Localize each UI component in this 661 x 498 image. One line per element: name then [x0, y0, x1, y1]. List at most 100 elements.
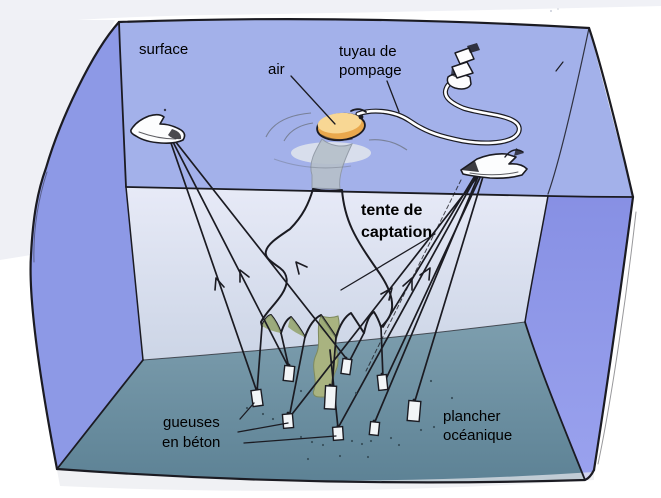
anchor-cable — [413, 169, 486, 405]
paper-speck — [550, 10, 552, 12]
tank-outline — [29, 17, 637, 484]
tank-right-face — [525, 196, 633, 480]
weights-pointer-line — [239, 402, 255, 420]
concrete-weight — [406, 399, 422, 423]
tent-anchor-line — [347, 332, 365, 365]
weight-shackle — [287, 363, 291, 367]
label-tent-line2: captation — [361, 224, 432, 241]
tank-left-inner-edge — [118, 21, 127, 188]
label-tent-line1: tente de — [361, 202, 422, 219]
floor-left-edge — [56, 359, 144, 470]
surface-ripples — [265, 112, 408, 169]
tank-right-edge — [592, 195, 635, 472]
weight-shackle — [328, 383, 332, 387]
tent-anchor-line — [256, 325, 263, 393]
tank-left-outer-edge — [29, 20, 121, 471]
hose-fitting — [358, 114, 364, 120]
anchor-cable — [174, 140, 350, 363]
float-shade-line — [320, 134, 353, 141]
tension-arrow — [419, 267, 431, 281]
paper-speck — [557, 8, 559, 10]
floor-right-edge — [524, 321, 586, 481]
weight-shackle — [336, 424, 340, 428]
tank-right-edge-sketch — [597, 211, 637, 465]
tension-arrow — [402, 277, 413, 291]
air-float — [316, 112, 366, 142]
label-floor-line2: océanique — [443, 427, 512, 444]
concrete-weight — [250, 388, 264, 408]
ship-stern-shade — [168, 129, 182, 140]
seafloor-sediment-dots — [245, 379, 454, 461]
support-ship-right-icon — [460, 148, 528, 179]
sketch-tick — [555, 61, 564, 72]
water-surface-face — [119, 19, 633, 198]
cable-arrowheads — [214, 261, 431, 301]
concrete-weights — [250, 357, 422, 442]
weights-pointer-line — [237, 422, 289, 433]
float-fitting-line — [350, 108, 367, 113]
weights-pointer-line — [243, 435, 337, 444]
weight-shackles — [255, 356, 416, 428]
anchor-cable — [384, 170, 484, 382]
tanker-topblock — [454, 47, 475, 65]
label-weights-line2: en béton — [162, 434, 220, 451]
weight-shackle — [255, 387, 259, 391]
weight-shackle — [372, 419, 376, 423]
tanker-cap — [467, 43, 480, 53]
float-dome — [317, 112, 362, 134]
air-pointer-line — [290, 75, 336, 125]
tension-arrow — [239, 269, 250, 283]
ship-deck-line — [469, 171, 519, 176]
tank-left-edge-sketch — [33, 171, 48, 263]
ship-deck-line — [138, 131, 177, 140]
interior-right-edge — [524, 195, 549, 323]
pipe-pointer-line — [386, 80, 400, 113]
ocean-floor-face — [57, 322, 585, 483]
ship-bow-shade — [461, 161, 479, 172]
tent-anchor-line — [288, 336, 306, 419]
oil-plume-above-surface — [310, 138, 353, 190]
concrete-weight — [281, 412, 295, 430]
tank-bottom-edge — [55, 467, 596, 484]
anchor-cable — [170, 142, 258, 393]
mooring-cables — [170, 140, 486, 429]
tent-anchor-line — [380, 326, 384, 379]
label-floor-line1: plancher — [443, 408, 501, 425]
tent-anchor-line — [280, 332, 290, 369]
interior-left-edge — [125, 186, 144, 361]
ripple-arc — [273, 158, 352, 169]
label-pipe-line1: tuyau de — [339, 43, 397, 60]
label-weights-line1: gueuses — [163, 414, 220, 431]
concrete-weight — [331, 425, 345, 442]
capture-tent — [260, 188, 394, 338]
waterline-front-edge — [125, 186, 634, 198]
support-ship-left-icon — [130, 108, 186, 144]
ship-pennant — [514, 148, 524, 156]
ship-mast-dot — [163, 108, 167, 112]
tension-arrow — [295, 261, 308, 275]
concrete-weight — [340, 357, 353, 376]
tank-top-right-edge — [587, 26, 635, 199]
tension-arrow — [214, 277, 225, 291]
ship-pennant-line — [504, 149, 524, 158]
concrete-weight — [368, 420, 381, 437]
tanker-shade — [451, 67, 457, 78]
hose-body — [356, 79, 521, 145]
ripple-arc — [283, 122, 314, 142]
anchor-cable — [382, 173, 477, 328]
label-surface: surface — [139, 41, 188, 58]
label-pointers — [237, 75, 436, 444]
weight-shackle — [380, 372, 384, 376]
label-air: air — [268, 61, 285, 78]
surface-inner-right-edge — [547, 27, 590, 195]
background-wash-bottom — [57, 470, 594, 491]
tent-skirt-shade — [262, 315, 281, 333]
weight-shackle — [286, 411, 290, 415]
concrete-weight — [323, 385, 338, 411]
tank-back-edge — [117, 17, 591, 30]
weight-shackle — [412, 398, 416, 402]
tent-pointer-line — [340, 233, 436, 291]
floor-back-edge — [142, 321, 526, 361]
